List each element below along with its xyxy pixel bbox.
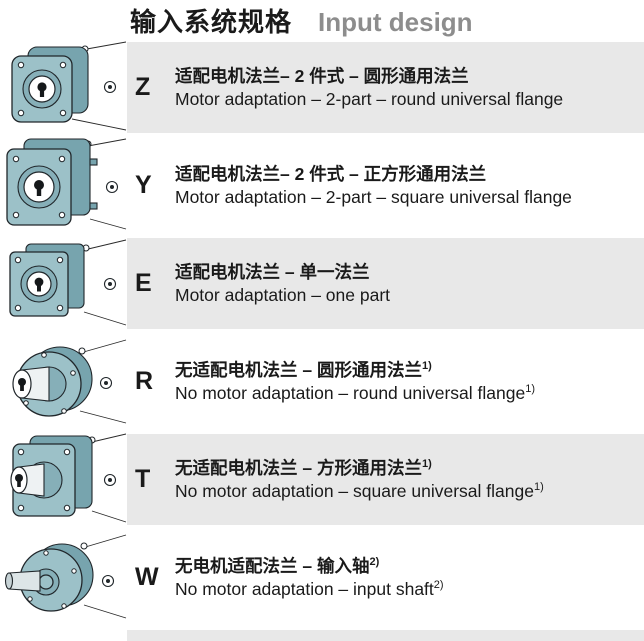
row-r-text-en: No motor adaptation – round universal fl… bbox=[175, 382, 526, 403]
row-y-code: Y bbox=[135, 171, 152, 199]
next-section-band-partial bbox=[127, 630, 644, 641]
row-w-text-en: No motor adaptation – input shaft bbox=[175, 578, 434, 599]
round-flange-hub-icon bbox=[12, 339, 127, 424]
page-title: 输入系统规格 Input design bbox=[130, 6, 473, 38]
row-w-footnote-en: 2) bbox=[433, 578, 444, 591]
row-r-code: R bbox=[135, 367, 154, 395]
row-e-text-en: Motor adaptation – one part bbox=[175, 284, 391, 305]
flange-r-illustration bbox=[0, 333, 127, 433]
flange-w-illustration bbox=[0, 529, 127, 629]
row-e-code: E bbox=[135, 269, 152, 297]
row-z: Z 适配电机法兰– 2 件式 – 圆形通用法兰 Motor adaptation… bbox=[0, 41, 644, 133]
flange-y-illustration bbox=[0, 137, 127, 237]
row-w-band: W 无电机适配法兰 – 输入轴2) No motor adaptation – … bbox=[127, 532, 644, 623]
row-r-description: 无适配电机法兰 – 圆形通用法兰1) No motor adaptation –… bbox=[175, 359, 535, 405]
row-t-text-zh: 无适配电机法兰 – 方形通用法兰 bbox=[175, 457, 422, 478]
row-w: W 无电机适配法兰 – 输入轴2) No motor adaptation – … bbox=[0, 532, 644, 623]
row-w-text-zh: 无电机适配法兰 – 输入轴 bbox=[175, 555, 370, 576]
row-r-footnote-en: 1) bbox=[525, 382, 536, 395]
flange-z-illustration bbox=[0, 39, 127, 139]
row-w-code: W bbox=[135, 563, 159, 591]
row-e-band: E 适配电机法兰 – 单一法兰 Motor adaptation – one p… bbox=[127, 238, 644, 329]
page-title-zh: 输入系统规格 bbox=[130, 7, 293, 37]
row-y: Y 适配电机法兰– 2 件式 – 正方形通用法兰 Motor adaptatio… bbox=[0, 138, 644, 231]
row-z-band: Z 适配电机法兰– 2 件式 – 圆形通用法兰 Motor adaptation… bbox=[127, 42, 644, 133]
row-t-footnote-en: 1) bbox=[533, 480, 544, 493]
row-t-text-en: No motor adaptation – square universal f… bbox=[175, 480, 534, 501]
row-z-code: Z bbox=[135, 73, 151, 101]
square-flange-one-part-icon bbox=[9, 239, 127, 326]
row-z-description: 适配电机法兰– 2 件式 – 圆形通用法兰 Motor adaptation –… bbox=[175, 65, 563, 111]
row-e: E 适配电机法兰 – 单一法兰 Motor adaptation – one p… bbox=[0, 238, 644, 329]
row-y-description: 适配电机法兰– 2 件式 – 正方形通用法兰 Motor adaptation … bbox=[175, 163, 572, 209]
row-r-text-zh: 无适配电机法兰 – 圆形通用法兰 bbox=[175, 359, 422, 380]
square-flange-hub-icon bbox=[10, 433, 127, 523]
square-flange-2part-round-icon bbox=[11, 41, 127, 131]
page-title-en: Input design bbox=[318, 7, 473, 37]
row-t: T 无适配电机法兰 – 方形通用法兰1) No motor adaptation… bbox=[0, 433, 644, 525]
row-y-text-zh: 适配电机法兰– 2 件式 – 正方形通用法兰 bbox=[175, 163, 487, 184]
row-z-text-en: Motor adaptation – 2-part – round univer… bbox=[175, 88, 564, 109]
flange-e-illustration bbox=[0, 235, 127, 335]
row-r: R 无适配电机法兰 – 圆形通用法兰1) No motor adaptation… bbox=[0, 336, 644, 427]
flange-t-illustration bbox=[0, 431, 127, 531]
row-y-text-en: Motor adaptation – 2-part – square unive… bbox=[175, 186, 572, 207]
round-flange-input-shaft-icon bbox=[4, 534, 127, 619]
row-t-footnote-zh: 1) bbox=[421, 457, 432, 470]
row-w-description: 无电机适配法兰 – 输入轴2) No motor adaptation – in… bbox=[175, 555, 444, 601]
row-t-band: T 无适配电机法兰 – 方形通用法兰1) No motor adaptation… bbox=[127, 434, 644, 525]
row-e-text-zh: 适配电机法兰 – 单一法兰 bbox=[175, 261, 370, 282]
row-e-description: 适配电机法兰 – 单一法兰 Motor adaptation – one par… bbox=[175, 261, 390, 307]
row-y-band: Y 适配电机法兰– 2 件式 – 正方形通用法兰 Motor adaptatio… bbox=[127, 140, 644, 231]
row-w-footnote-zh: 2) bbox=[369, 555, 380, 568]
row-z-text-zh: 适配电机法兰– 2 件式 – 圆形通用法兰 bbox=[175, 65, 469, 86]
row-t-description: 无适配电机法兰 – 方形通用法兰1) No motor adaptation –… bbox=[175, 457, 544, 503]
row-r-footnote-zh: 1) bbox=[421, 359, 432, 372]
row-t-code: T bbox=[135, 465, 151, 493]
square-flange-2part-square-icon bbox=[6, 138, 127, 230]
row-r-band: R 无适配电机法兰 – 圆形通用法兰1) No motor adaptation… bbox=[127, 336, 644, 427]
